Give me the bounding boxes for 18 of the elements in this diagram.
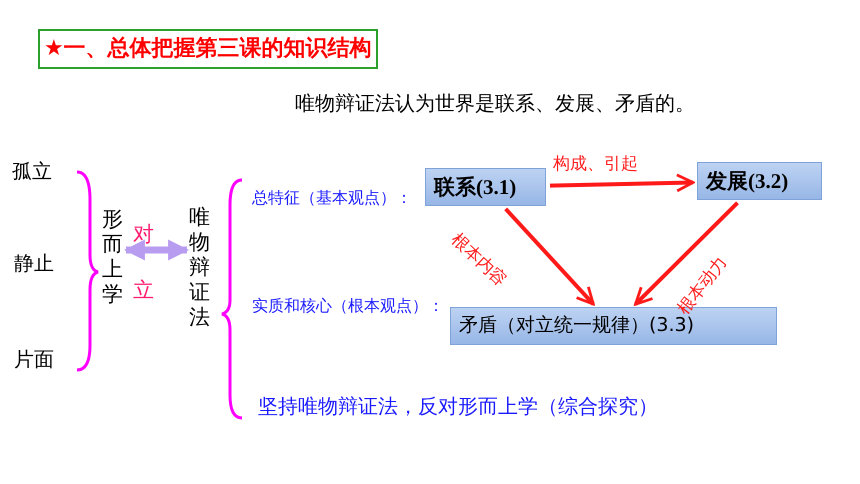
heading-text: 总特征（基本观点）： <box>252 188 412 209</box>
edge-label: 根本内容 <box>446 228 512 292</box>
edge-label: 对立 <box>133 221 155 304</box>
statement-text: 唯物辩证法认为世界是联系、发展、矛盾的。 <box>295 90 695 117</box>
title-banner: ★一、总体把握第三课的知识结构 <box>38 29 378 69</box>
arrow <box>550 173 694 192</box>
term-text: 片面 <box>14 346 54 373</box>
vertical-text: 形而上学 <box>102 207 124 307</box>
arrow <box>634 201 739 306</box>
concept-box: 发展(3.2) <box>697 162 822 200</box>
concept-box: 联系(3.1) <box>425 168 546 206</box>
note-text: 坚持唯物辩证法，反对形而上学（综合探究） <box>258 393 658 420</box>
term-text: 孤立 <box>12 158 52 185</box>
heading-text: 实质和核心（根本观点）： <box>252 296 444 317</box>
term-text: 静止 <box>14 250 54 277</box>
edge-label: 构成、引起 <box>553 153 638 175</box>
vertical-text: 唯物辩证法 <box>189 205 211 330</box>
arrow <box>124 240 190 260</box>
